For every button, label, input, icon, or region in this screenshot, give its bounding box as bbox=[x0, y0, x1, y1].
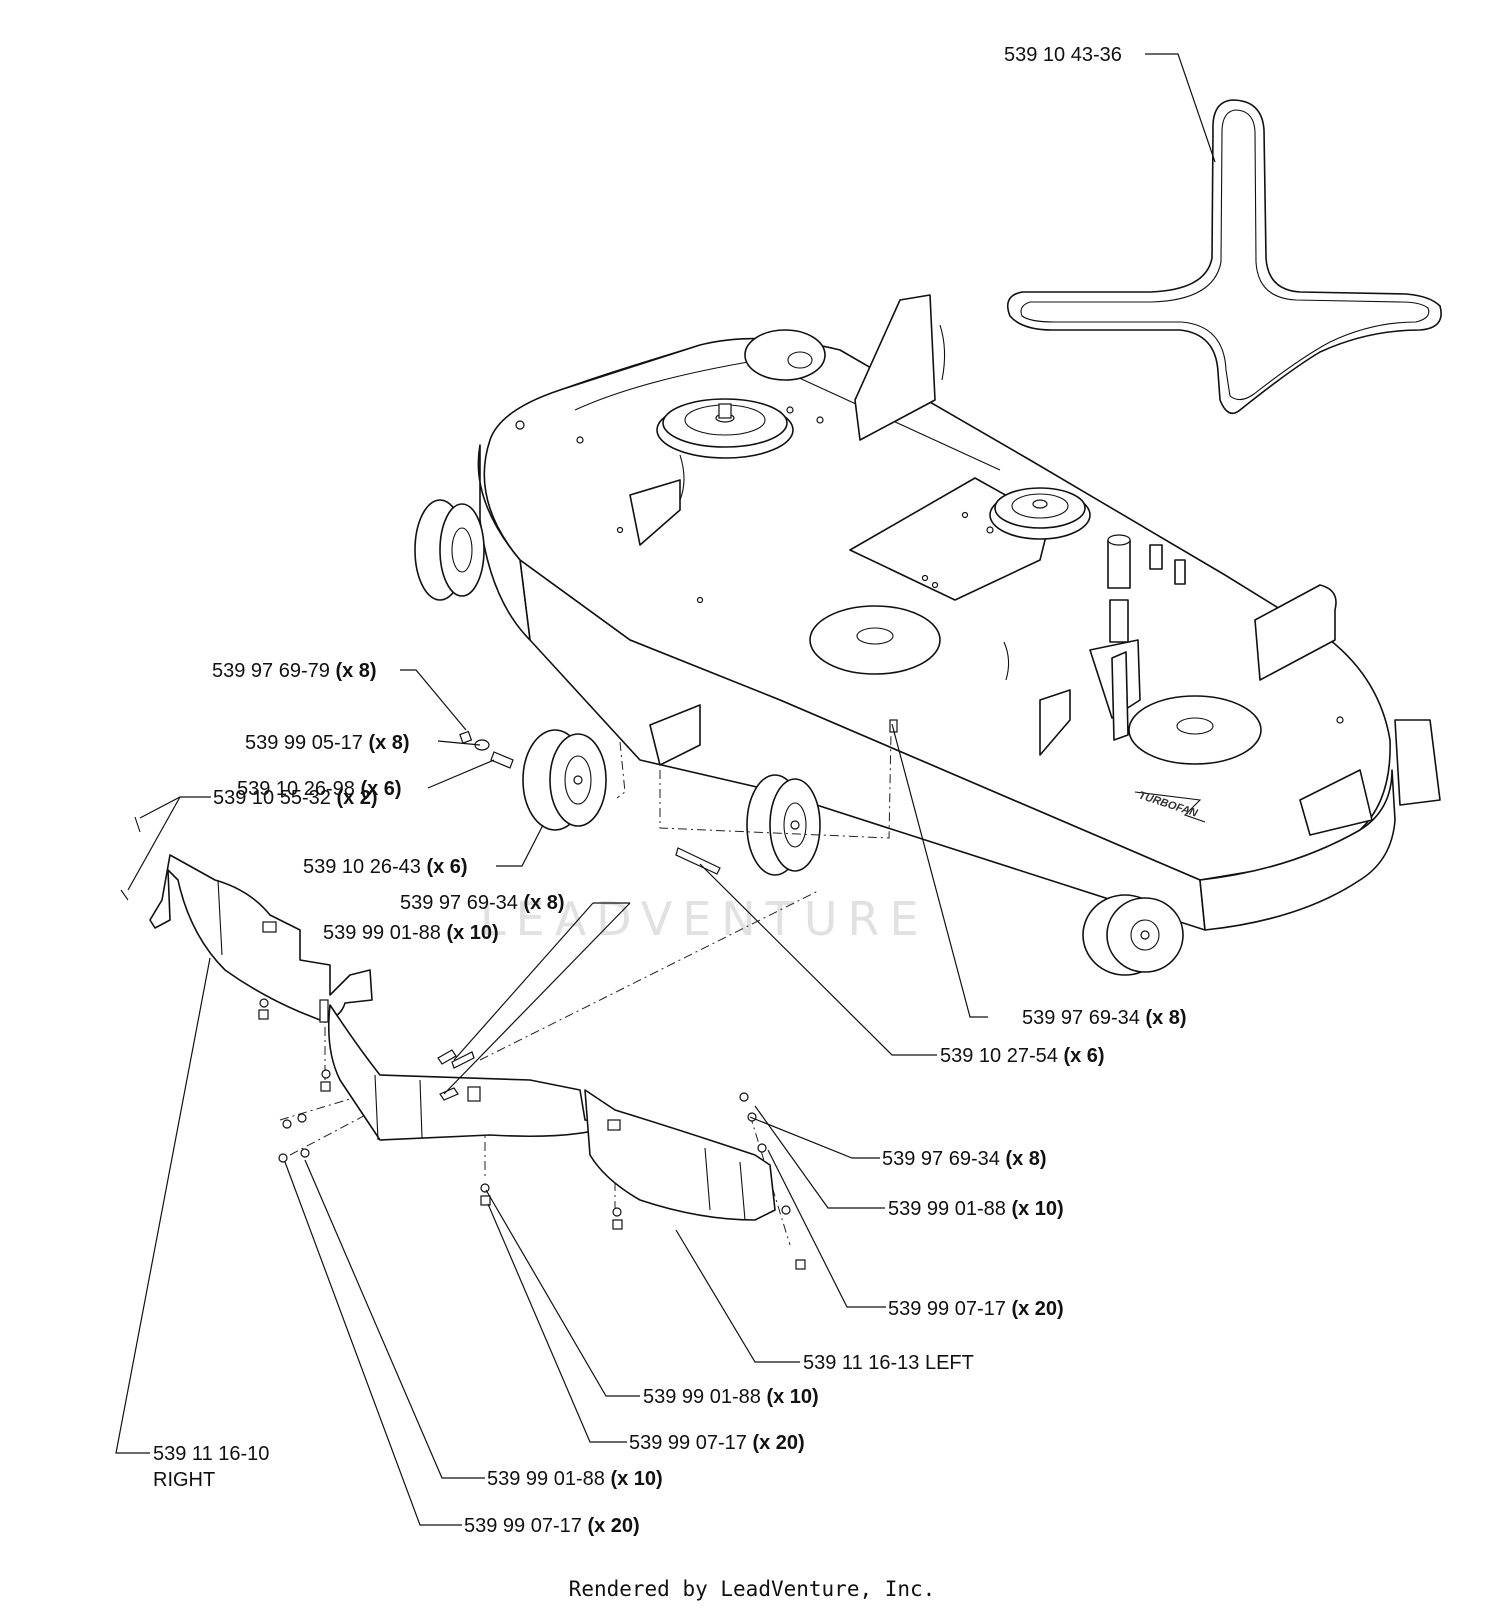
baffle-right bbox=[120, 816, 373, 1021]
spindle-pulley-right bbox=[989, 487, 1091, 540]
spindle-pulley-left bbox=[656, 398, 794, 459]
callout-19: 539 99 07-17 (x 20) bbox=[464, 1515, 640, 1537]
baffle-hardware bbox=[258, 998, 806, 1270]
callout-12: 539 99 07-17 (x 20) bbox=[888, 1298, 1064, 1320]
leader-lines bbox=[115, 53, 1216, 1526]
callout-11: 539 99 01-88 (x 10) bbox=[888, 1198, 1064, 1220]
gauge-wheel-front-center bbox=[746, 774, 821, 876]
callout-10: 539 97 69-34 (x 8) bbox=[882, 1148, 1047, 1170]
loose-gauge-wheel bbox=[522, 729, 607, 831]
footer-credit: Rendered by LeadVenture, Inc. bbox=[569, 1577, 936, 1601]
callout-3: 539 10 26-98 (x 6) bbox=[237, 778, 402, 800]
baffle-center bbox=[319, 999, 616, 1141]
gauge-wheel-front-right bbox=[1082, 894, 1184, 976]
drive-belt bbox=[1006, 99, 1442, 415]
callout-5: 539 10 26-43 (x 6) bbox=[303, 856, 468, 878]
callout-6: 539 97 69-34 (x 8) bbox=[400, 892, 565, 914]
callout-15: 539 99 07-17 (x 20) bbox=[629, 1432, 805, 1454]
mower-deck: TURBOFAN bbox=[477, 294, 1441, 931]
callout-right-baffle-side: RIGHT bbox=[153, 1469, 215, 1491]
gauge-wheel-rear-center bbox=[744, 329, 826, 381]
callout-belt: 539 10 43-36 bbox=[1004, 44, 1122, 66]
wheel-hardware bbox=[459, 719, 898, 875]
callout-7: 539 99 01-88 (x 10) bbox=[323, 922, 499, 944]
callout-left-baffle: 539 11 16-13 LEFT bbox=[803, 1352, 974, 1374]
callout-8: 539 97 69-34 (x 8) bbox=[1022, 1007, 1187, 1029]
callout-1: 539 97 69-79 (x 8) bbox=[212, 660, 377, 682]
callout-2: 539 99 05-17 (x 8) bbox=[245, 732, 410, 754]
callout-4: 539 10 55-32 (x 2) bbox=[213, 787, 378, 809]
gauge-wheel-left-rear bbox=[414, 499, 485, 601]
callout-14: 539 99 01-88 (x 10) bbox=[643, 1386, 819, 1408]
callout-labels: 539 10 43-36 539 97 69-79 (x 8) 539 99 0… bbox=[153, 44, 1187, 1537]
callout-9: 539 10 27-54 (x 6) bbox=[940, 1045, 1105, 1067]
callout-right-baffle: 539 11 16-10 bbox=[153, 1443, 269, 1465]
baffle-left bbox=[584, 1089, 776, 1221]
watermark: LEADVENTURE bbox=[480, 892, 929, 946]
callout-18: 539 99 01-88 (x 10) bbox=[487, 1468, 663, 1490]
